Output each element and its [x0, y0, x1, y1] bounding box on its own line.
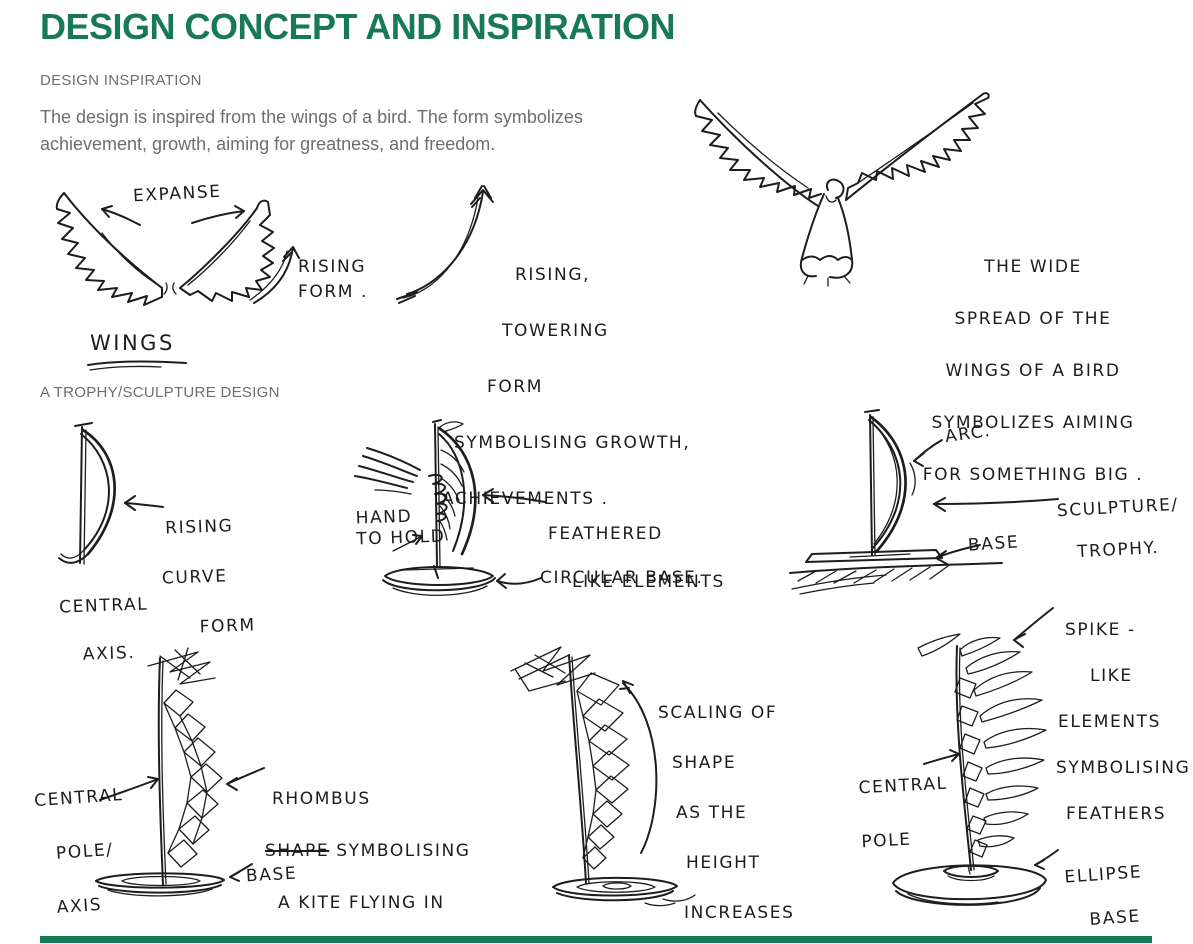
wings-sketch	[55, 192, 300, 371]
bird-note: THE WIDE SPREAD OF THE WINGS OF A BIRD S…	[922, 257, 1144, 485]
scaling-note: SCALING OF SHAPE AS THE HEIGHT INCREASES	[658, 703, 795, 923]
feathered-elements-label: FEATHERED LIKE ELEMENTS	[548, 524, 725, 592]
central-pole-axis-label: CENTRAL POLE/ AXIS	[33, 785, 124, 918]
rising-arrow-sketch	[396, 185, 494, 304]
circular-base-label: CIRCULAR BASE.	[540, 568, 704, 588]
inspiration-body-text: The design is inspired from the wings of…	[40, 107, 583, 154]
bird-sketch	[694, 92, 990, 287]
struck-word: SHAPE	[265, 841, 330, 861]
spike-central-pole-label: CENTRAL POLE	[858, 773, 949, 853]
design-inspiration-heading: DESIGN INSPIRATION	[40, 72, 202, 89]
sculpture-trophy-label: SCULPTURE/ TROPHY.	[1056, 494, 1180, 563]
feather-trophy-sketch	[354, 419, 546, 596]
trophy-section-heading: A TROPHY/SCULPTURE DESIGN	[40, 384, 280, 401]
ellipse-base-label: ELLIPSE BASE	[1063, 862, 1143, 930]
wings-caption: WINGS	[90, 331, 175, 355]
rising-form-label: RISING FORM .	[298, 257, 369, 302]
scaling-trophy-sketch	[510, 646, 696, 907]
spike-trophy-sketch	[892, 607, 1059, 906]
expanse-label: EXPANSE	[132, 181, 223, 207]
arc-base-label: BASE	[967, 532, 1020, 556]
footer-accent-bar	[40, 936, 1152, 943]
kite-base-label: BASE	[245, 863, 298, 887]
hand-to-hold-label: HAND TO HOLD	[355, 506, 446, 550]
arc-trophy-sketch	[789, 409, 1059, 595]
spike-elements-note: SPIKE - LIKE ELEMENTS SYMBOLISING FEATHE…	[1056, 620, 1191, 824]
rhombus-note: RHOMBUS SHAPE SYMBOLISING A KITE FLYING …	[265, 789, 471, 913]
curve-form-sketch	[58, 422, 164, 565]
page-title: DESIGN CONCEPT AND INSPIRATION	[40, 6, 676, 47]
kite-trophy-sketch	[95, 647, 265, 897]
